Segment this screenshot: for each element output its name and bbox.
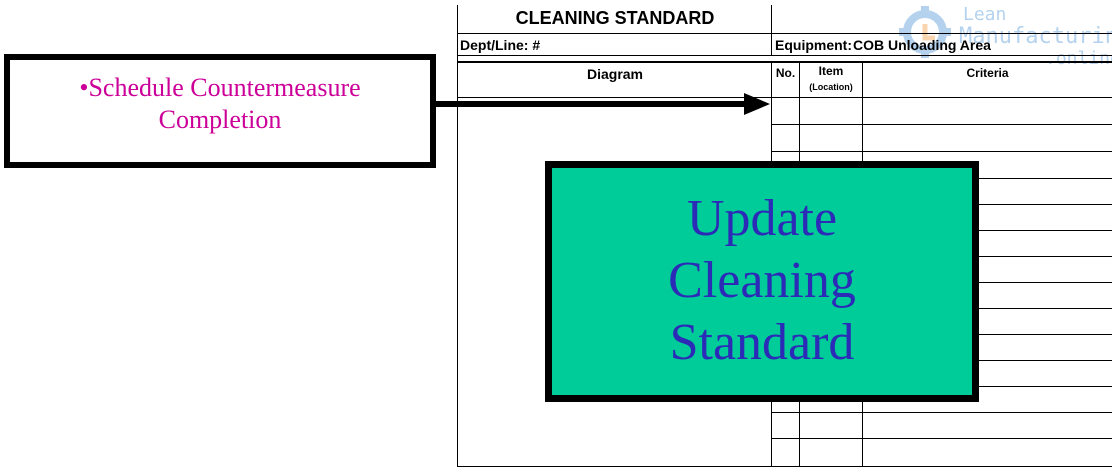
overlay-line-3: Standard <box>669 314 855 371</box>
callout-box: •Schedule Countermeasure Completion <box>4 54 436 168</box>
item-header: Item <box>818 64 844 78</box>
item-location-header: (Location) <box>809 82 853 92</box>
equipment-value: COB Unloading Area <box>853 37 991 53</box>
criteria-header: Criteria <box>966 66 1009 80</box>
form-title: CLEANING STANDARD <box>515 8 715 28</box>
equipment-label: Equipment: <box>775 37 852 53</box>
diagram-header: Diagram <box>586 66 644 82</box>
update-cleaning-standard-box: Update Cleaning Standard <box>545 161 979 402</box>
gear-icon <box>899 6 951 58</box>
overlay-line-2: Cleaning <box>668 252 856 309</box>
lean-manufacturing-logo: Lean Manufacturing .online <box>895 2 1112 72</box>
logo-line-2: Manufacturing <box>959 24 1112 49</box>
callout-text: •Schedule Countermeasure Completion <box>10 72 430 136</box>
callout-line-2: Completion <box>158 105 282 134</box>
logo-line-1: Lean <box>963 4 1007 25</box>
callout-bullet: • <box>79 73 89 102</box>
dept-line-label: Dept/Line: # <box>460 37 541 53</box>
overlay-text: Update Cleaning Standard <box>552 188 972 374</box>
callout-line-1: Schedule Countermeasure <box>88 73 361 102</box>
no-header: No. <box>775 66 796 80</box>
overlay-line-1: Update <box>686 190 838 247</box>
logo-line-3: .online <box>1045 48 1112 69</box>
